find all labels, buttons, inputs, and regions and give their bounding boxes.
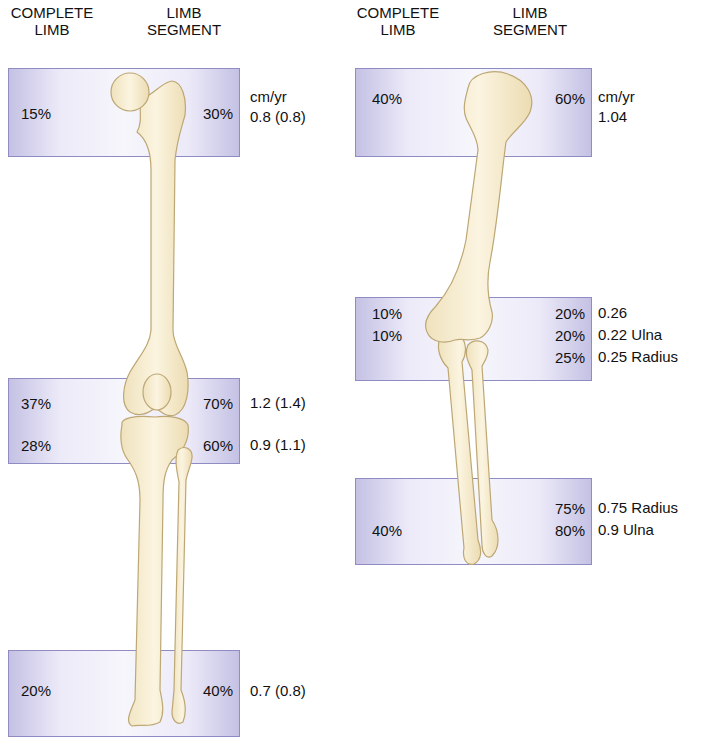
- growth-rate: cm/yr: [250, 88, 287, 106]
- growth-percent: 20%: [21, 682, 51, 700]
- growth-rate: 0.25 Radius: [598, 348, 678, 366]
- growth-percent: 37%: [21, 395, 51, 413]
- column-heading: COMPLETE LIMB: [4, 4, 100, 38]
- growth-percent: 25%: [555, 349, 585, 367]
- growth-rate: 0.22 Ulna: [598, 326, 662, 344]
- patella: [143, 374, 171, 410]
- growth-rate: 0.9 (1.1): [250, 436, 306, 454]
- humerus: [426, 72, 532, 342]
- femur: [124, 81, 189, 416]
- growth-percent: 20%: [555, 327, 585, 345]
- growth-percent: 40%: [372, 522, 402, 540]
- growth-rate: 1.04: [598, 108, 627, 126]
- fibula: [172, 448, 192, 724]
- growth-percent: 10%: [372, 327, 402, 345]
- growth-percent: 75%: [555, 500, 585, 518]
- growth-percent: 20%: [555, 305, 585, 323]
- growth-rate: cm/yr: [598, 88, 635, 106]
- growth-percent: 40%: [203, 682, 233, 700]
- growth-rate: 1.2 (1.4): [250, 394, 306, 412]
- growth-percent: 60%: [555, 90, 585, 108]
- growth-percent: 60%: [203, 437, 233, 455]
- column-heading: LIMB SEGMENT: [482, 4, 578, 38]
- femoral-head: [111, 73, 149, 111]
- growth-percent: 70%: [203, 395, 233, 413]
- growth-rate: 0.7 (0.8): [250, 682, 306, 700]
- growth-rate: 0.26: [598, 304, 627, 322]
- growth-percent: 30%: [203, 105, 233, 123]
- growth-rate: 0.9 Ulna: [598, 521, 654, 539]
- column-heading: LIMB SEGMENT: [136, 4, 232, 38]
- column-heading: COMPLETE LIMB: [350, 4, 446, 38]
- growth-percent: 28%: [21, 437, 51, 455]
- growth-percent: 40%: [372, 90, 402, 108]
- growth-box: 20% 40%: [8, 650, 240, 737]
- growth-percent: 80%: [555, 522, 585, 540]
- growth-rate: 0.8 (0.8): [250, 108, 306, 126]
- growth-percent: 15%: [21, 105, 51, 123]
- growth-percent: 10%: [372, 305, 402, 323]
- growth-rate: 0.75 Radius: [598, 499, 678, 517]
- radius: [466, 341, 498, 557]
